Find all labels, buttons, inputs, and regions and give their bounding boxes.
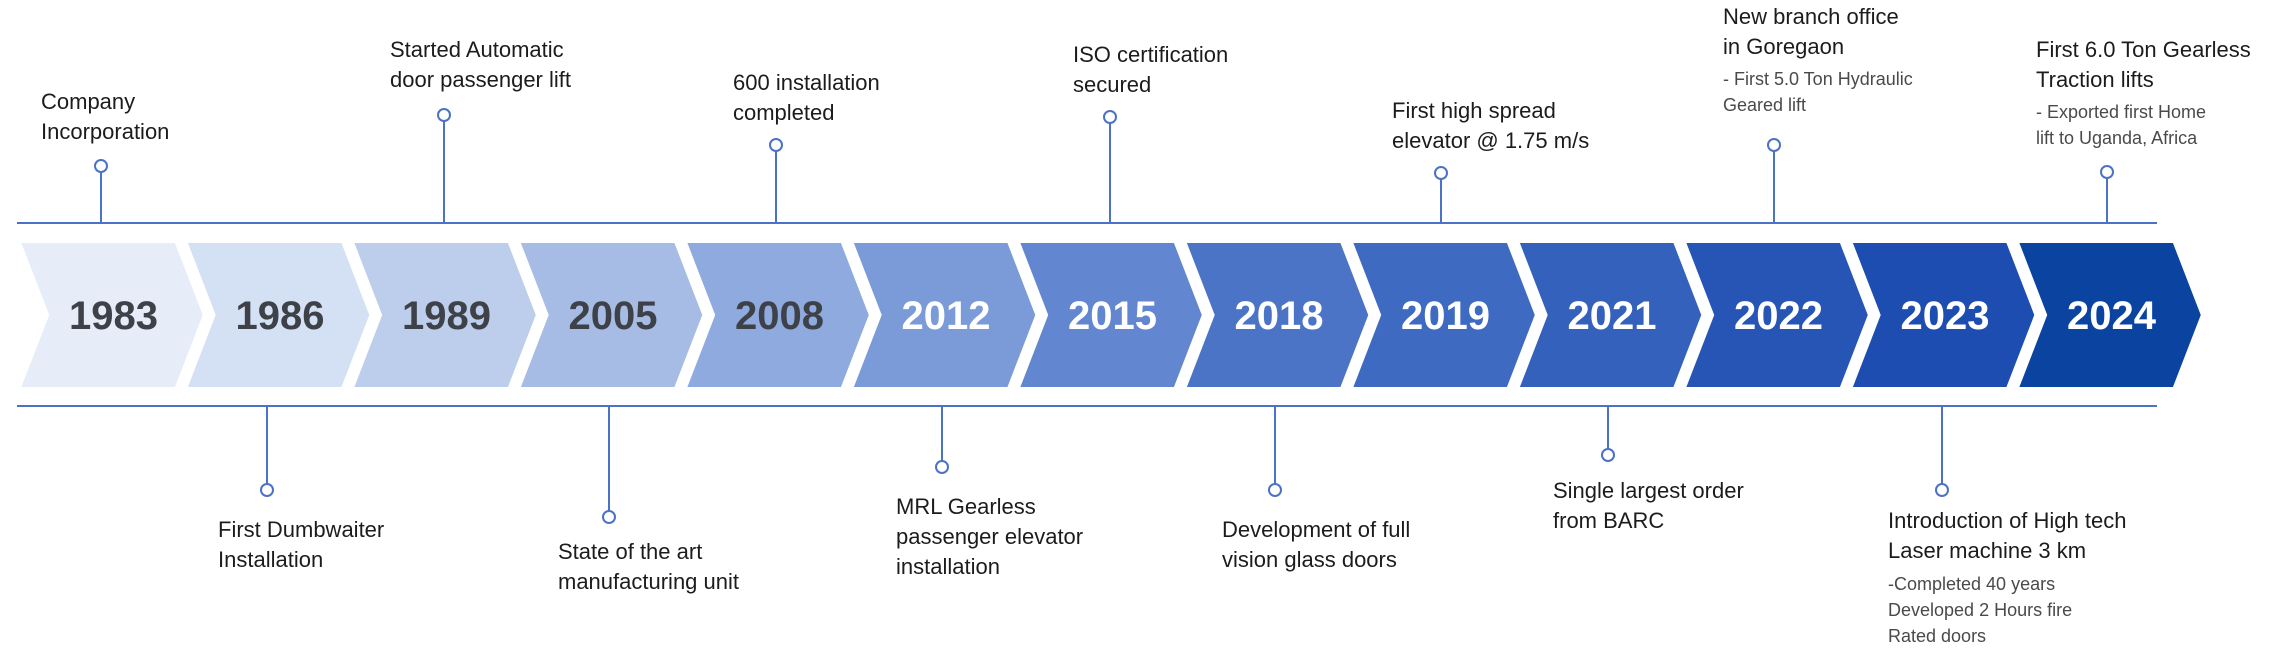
milestone-2022-text: New branch office in Goregaon [1723, 4, 1899, 59]
marker-dot-2008 [769, 138, 783, 152]
marker-dot-2019 [1434, 166, 1448, 180]
chevron-1986 [179, 237, 376, 393]
chevron-2019 [1344, 237, 1542, 393]
milestone-2024-text: First 6.0 Ton Gearless Traction lifts [2036, 37, 2251, 92]
year-label-2005: 2005 [569, 294, 658, 338]
year-label-2019: 2019 [1401, 294, 1490, 338]
milestone-2015-text: ISO certification secured [1073, 42, 1229, 97]
marker-dot-1983 [94, 159, 108, 173]
year-label-2024: 2024 [2067, 294, 2157, 338]
milestone-1983-text: Company Incorporation [41, 89, 170, 144]
connector-1986 [266, 406, 268, 490]
marker-dot-1986 [260, 483, 274, 497]
chevron-1983 [12, 237, 210, 393]
year-label-2018: 2018 [1235, 294, 1324, 338]
chevron-2015 [1011, 237, 1209, 393]
marker-dot-2015 [1103, 110, 1117, 124]
connector-2023 [1941, 406, 1943, 490]
chevron-2012 [845, 237, 1042, 393]
chevron-2022 [1677, 237, 1875, 393]
chevron-1989 [345, 237, 543, 393]
connector-2008 [775, 150, 777, 223]
chevron-2021 [1511, 237, 1708, 393]
milestone-1986-text: First Dumbwaiter Installation [218, 517, 385, 572]
chevron-2024 [2010, 237, 2208, 393]
connector-2022 [1773, 150, 1775, 223]
year-label-1989: 1989 [402, 294, 491, 338]
chevron-2023 [1844, 237, 2041, 393]
connector-2018 [1274, 406, 1276, 490]
year-label-2023: 2023 [1901, 294, 1990, 338]
connector-2021 [1607, 406, 1609, 458]
connector-1983 [100, 173, 102, 223]
connector-1989 [443, 120, 445, 223]
year-label-1986: 1986 [236, 294, 325, 338]
milestone-2023-note: -Completed 40 years Developed 2 Hours fi… [1888, 574, 2073, 646]
marker-dot-2022 [1767, 138, 1781, 152]
milestone-2023-text: Introduction of High tech Laser machine … [1888, 508, 2127, 563]
milestone-2021-text: Single largest order from BARC [1553, 478, 1744, 533]
year-label-2015: 2015 [1068, 294, 1157, 338]
year-label-2008: 2008 [735, 294, 824, 338]
chevron-2018 [1178, 237, 1375, 393]
marker-dot-2012 [935, 460, 949, 474]
milestone-1989-text: Started Automatic door passenger lift [390, 37, 571, 92]
year-label-2012: 2012 [902, 294, 991, 338]
milestone-2005-text: State of the art manufacturing unit [558, 539, 739, 594]
marker-dot-2024 [2100, 165, 2114, 179]
marker-dot-2023 [1935, 483, 1949, 497]
year-label-2021: 2021 [1568, 294, 1657, 338]
bottom-timeline-line [17, 405, 2157, 407]
year-label-2022: 2022 [1734, 294, 1823, 338]
year-label-1983: 1983 [69, 294, 158, 338]
marker-dot-2021 [1601, 448, 1615, 462]
milestone-2024-note: - Exported first Home lift to Uganda, Af… [2036, 102, 2207, 148]
connector-2024 [2106, 177, 2108, 223]
milestone-2018-text: Development of full vision glass doors [1222, 517, 1411, 572]
milestone-2019-text: First high spread elevator @ 1.75 m/s [1392, 98, 1590, 153]
top-timeline-line [17, 222, 2157, 224]
connector-2019 [1440, 178, 1442, 223]
chevron-2005 [512, 237, 709, 393]
milestone-2008-text: 600 installation completed [733, 70, 880, 125]
connector-2005 [608, 406, 610, 514]
milestone-2012-text: MRL Gearless passenger elevator installa… [896, 494, 1084, 579]
connector-2015 [1109, 122, 1111, 223]
marker-dot-2005 [602, 510, 616, 524]
milestone-2022-note: - First 5.0 Ton Hydraulic Geared lift [1723, 69, 1913, 115]
connector-2012 [941, 406, 943, 466]
chevron-2008 [678, 237, 876, 393]
marker-dot-2018 [1268, 483, 1282, 497]
marker-dot-1989 [437, 108, 451, 122]
